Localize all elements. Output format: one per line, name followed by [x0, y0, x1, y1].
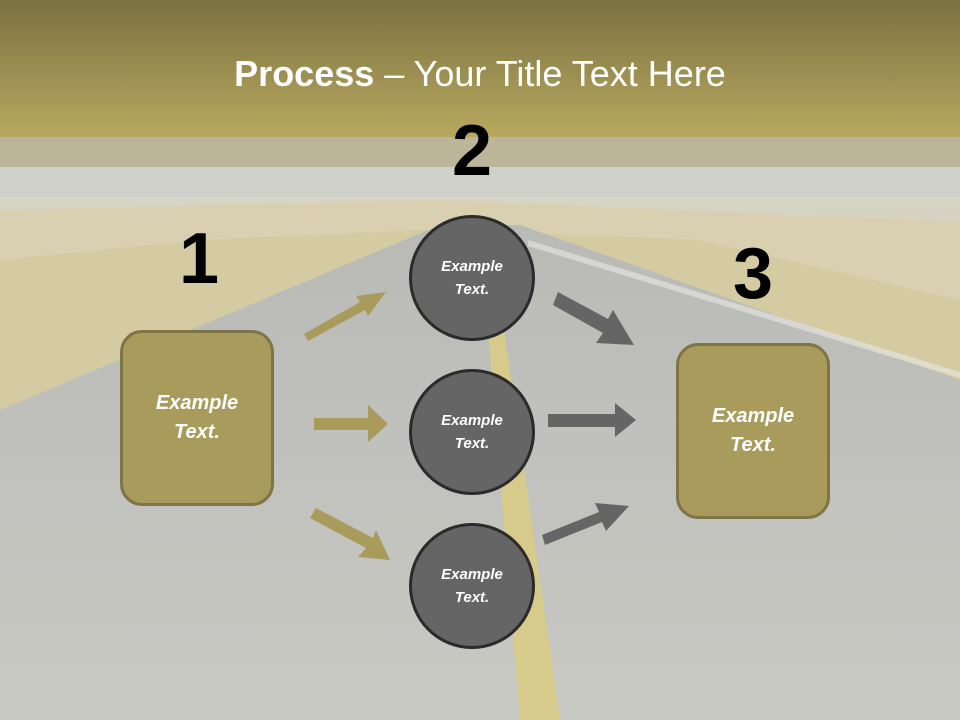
circle-middle-text: Example Text.: [441, 412, 503, 452]
arrow-gold-up-icon: [304, 292, 386, 341]
arrow-gray-right-icon: [548, 403, 636, 437]
circle-top-text: Example Text.: [441, 258, 503, 298]
left-box: Example Text.: [120, 330, 274, 506]
arrow-gray-up-icon: [542, 503, 629, 545]
arrow-gold-down-icon: [310, 508, 390, 560]
step-number-2: 2: [451, 111, 493, 191]
circle-middle: Example Text.: [409, 369, 535, 495]
step-number-1: 1: [178, 219, 220, 299]
page-title: Process – Your Title Text Here: [0, 52, 960, 96]
right-box-text: Example Text.: [711, 405, 795, 456]
right-box: Example Text.: [676, 343, 830, 519]
title-bold: Process: [234, 53, 375, 94]
arrow-gold-right-icon: [314, 405, 388, 442]
circle-top: Example Text.: [409, 215, 535, 341]
step-number-3: 3: [732, 234, 774, 314]
arrow-gray-down-icon: [553, 292, 634, 345]
circle-bottom-text: Example Text.: [441, 566, 503, 606]
circle-bottom: Example Text.: [409, 523, 535, 649]
title-rest: – Your Title Text Here: [374, 53, 726, 94]
left-box-text: Example Text.: [155, 392, 239, 443]
